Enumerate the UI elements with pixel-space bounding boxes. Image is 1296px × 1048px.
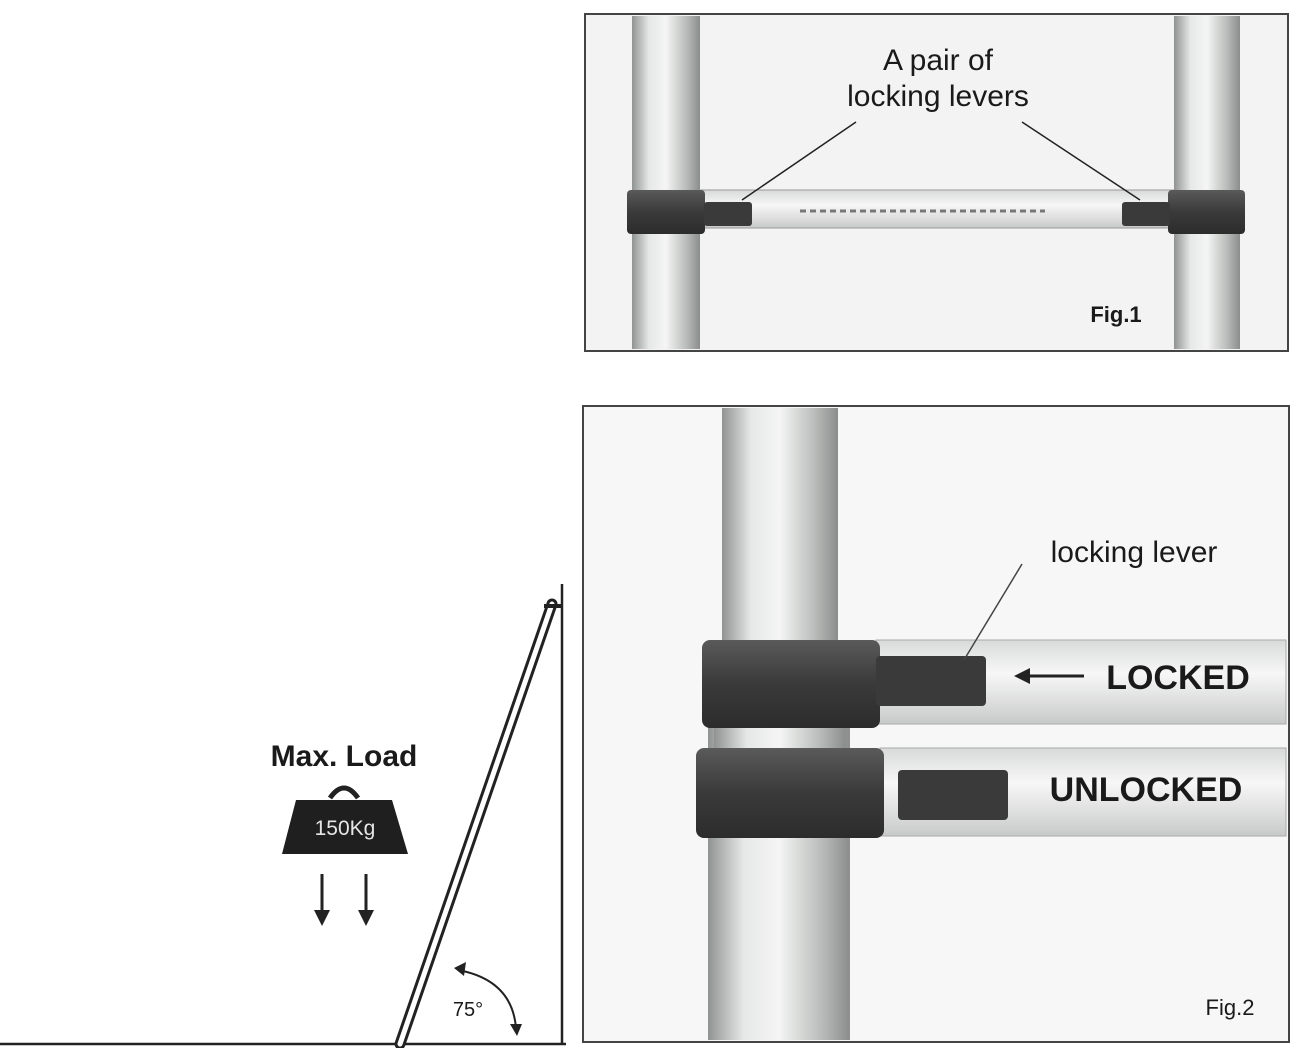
fig1-right-collar (1168, 190, 1245, 234)
fig1-leader-right (1021, 121, 1141, 201)
fig1-label-line2: locking levers (847, 80, 1029, 113)
fig2-unlocked-label: UNLOCKED (1050, 771, 1243, 809)
fig2-lever-label: locking lever (1051, 536, 1218, 569)
fig2-locked-label: LOCKED (1106, 659, 1250, 697)
down-arrow-right-icon (358, 910, 374, 926)
fig2-unlocked-lever (898, 770, 1008, 820)
fig2-locked-lever (876, 656, 986, 706)
weight-handle-icon (327, 785, 361, 800)
fig1-rung (699, 189, 1175, 229)
down-arrow-left-icon (314, 910, 330, 926)
fig2-leader-line (963, 563, 1023, 661)
fig1-caption: Fig.1 (1090, 302, 1141, 327)
max-load-title: Max. Load (271, 740, 418, 773)
weight-label: 150Kg (315, 817, 376, 840)
fig1-right-lever (1122, 202, 1170, 226)
fig1-frame (584, 13, 1289, 352)
fig1-left-pole (632, 16, 700, 349)
fig1-label-line1: A pair of (883, 44, 994, 77)
angle-label: 75° (453, 999, 483, 1021)
fig2-caption: Fig.2 (1206, 995, 1255, 1020)
weight-icon (282, 800, 408, 854)
fig1-right-pole (1174, 16, 1240, 349)
fig2-panel: locking lever LOCKED UNLOCKED Fig.2 (582, 405, 1290, 1043)
fig2-upper-tube (722, 408, 838, 640)
fig1-left-collar (627, 190, 705, 234)
load-diagram: Max. Load 150Kg 75° (0, 584, 566, 1048)
ladder-inner (397, 601, 555, 1047)
angle-arrow-bottom-icon (510, 1024, 522, 1036)
fig1-leader-left (741, 121, 857, 201)
fig2-lower-collar (696, 748, 884, 838)
fig1-left-lever (704, 202, 752, 226)
fig1-panel: A pair of locking levers Fig.1 (584, 13, 1289, 352)
angle-arc (457, 969, 517, 1029)
fig2-upper-collar (702, 640, 880, 728)
angle-arrow-top-icon (454, 962, 466, 976)
fig2-locked-arrow-icon (1014, 668, 1030, 684)
